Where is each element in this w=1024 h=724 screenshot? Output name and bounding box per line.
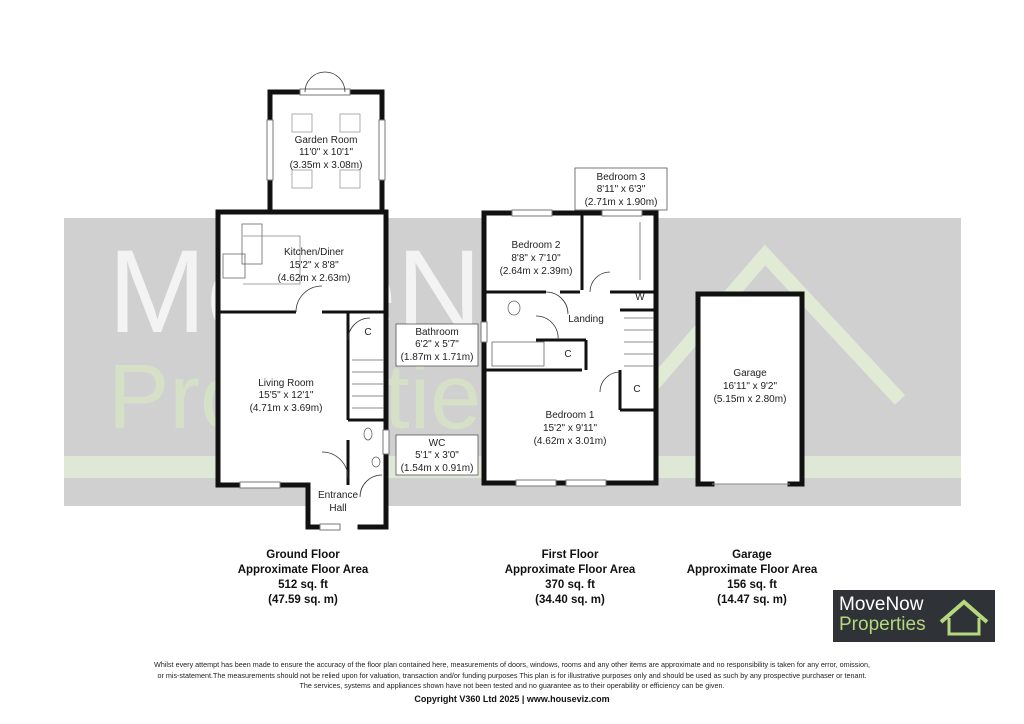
floor-name: Ground Floor (266, 549, 340, 561)
entrance-line1: Entrance (318, 490, 358, 501)
copyright: Copyright V360 Ltd 2025 | www.houseviz.c… (414, 694, 610, 704)
living-area (218, 310, 386, 485)
floor-sqft: 156 sq. ft (727, 579, 777, 591)
bathroom-callout: Bathroom 6'2" x 5'7" (1.87m x 1.71m) (395, 323, 479, 367)
garden-room-area (270, 92, 382, 212)
ground-floor-area: Ground Floor Approximate Floor Area 512 … (215, 548, 391, 608)
wc-callout: WC 5'1" x 3'0" (1.54m x 0.91m) (395, 434, 479, 476)
ground-floor-plan (215, 71, 390, 531)
disclaimer-line1: Whilst every attempt has been made to en… (154, 660, 870, 669)
cupboard-label-ground: C (364, 327, 371, 338)
first-floor-area (484, 213, 656, 483)
disclaimer-line3: The services, systems and appliances sho… (299, 681, 725, 690)
floor-sqm: (47.59 sq. m) (268, 594, 338, 606)
garden-room-metric: (3.35m x 3.08m) (290, 160, 363, 171)
garage-imperial: 16'11" x 9'2" (723, 381, 778, 392)
floor-name: Garage (732, 549, 772, 561)
bedroom1-name: Bedroom 1 (546, 410, 595, 421)
wc-imperial: 5'1" x 3'0" (415, 450, 459, 461)
living-name: Living Room (258, 378, 314, 389)
bedroom3-callout: Bedroom 3 8'11" x 6'3" (2.71m x 1.90m) (574, 167, 668, 211)
bedroom1-metric: (4.62m x 3.01m) (534, 436, 607, 447)
floor-sqm: (14.47 sq. m) (717, 594, 787, 606)
garage-floor-area: Garage Approximate Floor Area 156 sq. ft… (664, 548, 840, 608)
landing-name: Landing (568, 314, 604, 325)
wc-name: WC (429, 438, 446, 449)
kitchen-imperial: 15'2" x 8'8" (289, 260, 339, 271)
floor-area-label: Approximate Floor Area (504, 564, 636, 576)
garage-metric: (5.15m x 2.80m) (714, 394, 787, 405)
house-roof-icon (939, 599, 989, 636)
cupboard-label-bath: C (564, 349, 571, 360)
wardrobe-label: W (635, 292, 645, 303)
bedroom2-name: Bedroom 2 (512, 240, 561, 251)
kitchen-area (218, 212, 386, 310)
garage-name: Garage (733, 368, 767, 379)
floor-area-label: Approximate Floor Area (237, 564, 369, 576)
floor-area-label: Approximate Floor Area (686, 564, 818, 576)
living-imperial: 15'5" x 12'1" (259, 390, 314, 401)
floor-name: First Floor (541, 549, 599, 561)
bedroom3-name: Bedroom 3 (597, 172, 646, 183)
logo-line1: MoveNow (839, 594, 924, 615)
bedroom2-imperial: 8'8" x 7'10" (511, 253, 561, 264)
floor-sqm: (34.40 sq. m) (535, 594, 605, 606)
garden-room-name: Garden Room (295, 135, 358, 146)
garden-room-imperial: 11'0" x 10'1" (299, 147, 354, 158)
movenow-logo: MoveNow Properties (833, 590, 995, 642)
kitchen-metric: (4.62m x 2.63m) (278, 273, 351, 284)
bedroom3-metric: (2.71m x 1.90m) (585, 197, 658, 208)
bathroom-imperial: 6'2" x 5'7" (415, 339, 459, 350)
entrance-area (308, 485, 386, 527)
entrance-line2: Hall (329, 503, 346, 514)
bathroom-metric: (1.87m x 1.71m) (401, 352, 474, 363)
bedroom2-metric: (2.64m x 2.39m) (500, 266, 573, 277)
first-floor-area-summary: First Floor Approximate Floor Area 370 s… (482, 548, 658, 608)
first-labels: Bedroom 2 8'8" x 7'10" (2.64m x 2.39m) L… (500, 240, 646, 447)
living-metric: (4.71m x 3.69m) (250, 403, 323, 414)
bedroom1-imperial: 15'2" x 9'11" (543, 423, 598, 434)
kitchen-name: Kitchen/Diner (284, 247, 345, 258)
watermark-roof-icon (634, 244, 906, 405)
wc-metric: (1.54m x 0.91m) (401, 463, 474, 474)
garage-plan: Garage 16'11" x 9'2" (5.15m x 2.80m) (695, 291, 805, 487)
bathroom-name: Bathroom (415, 327, 458, 338)
floor-sqft: 512 sq. ft (278, 579, 328, 591)
cupboard-label-bed1: C (633, 384, 640, 395)
logo-line2: Properties (839, 614, 926, 635)
first-floor-plan (480, 209, 659, 487)
bedroom3-imperial: 8'11" x 6'3" (597, 184, 646, 195)
disclaimer: Whilst every attempt has been made to en… (40, 660, 984, 692)
disclaimer-line2: or mis-statement.The measurements should… (157, 670, 867, 680)
floor-sqft: 370 sq. ft (545, 579, 595, 591)
ground-labels: Garden Room 11'0" x 10'1" (3.35m x 3.08m… (250, 135, 372, 514)
garage-area (698, 294, 802, 484)
